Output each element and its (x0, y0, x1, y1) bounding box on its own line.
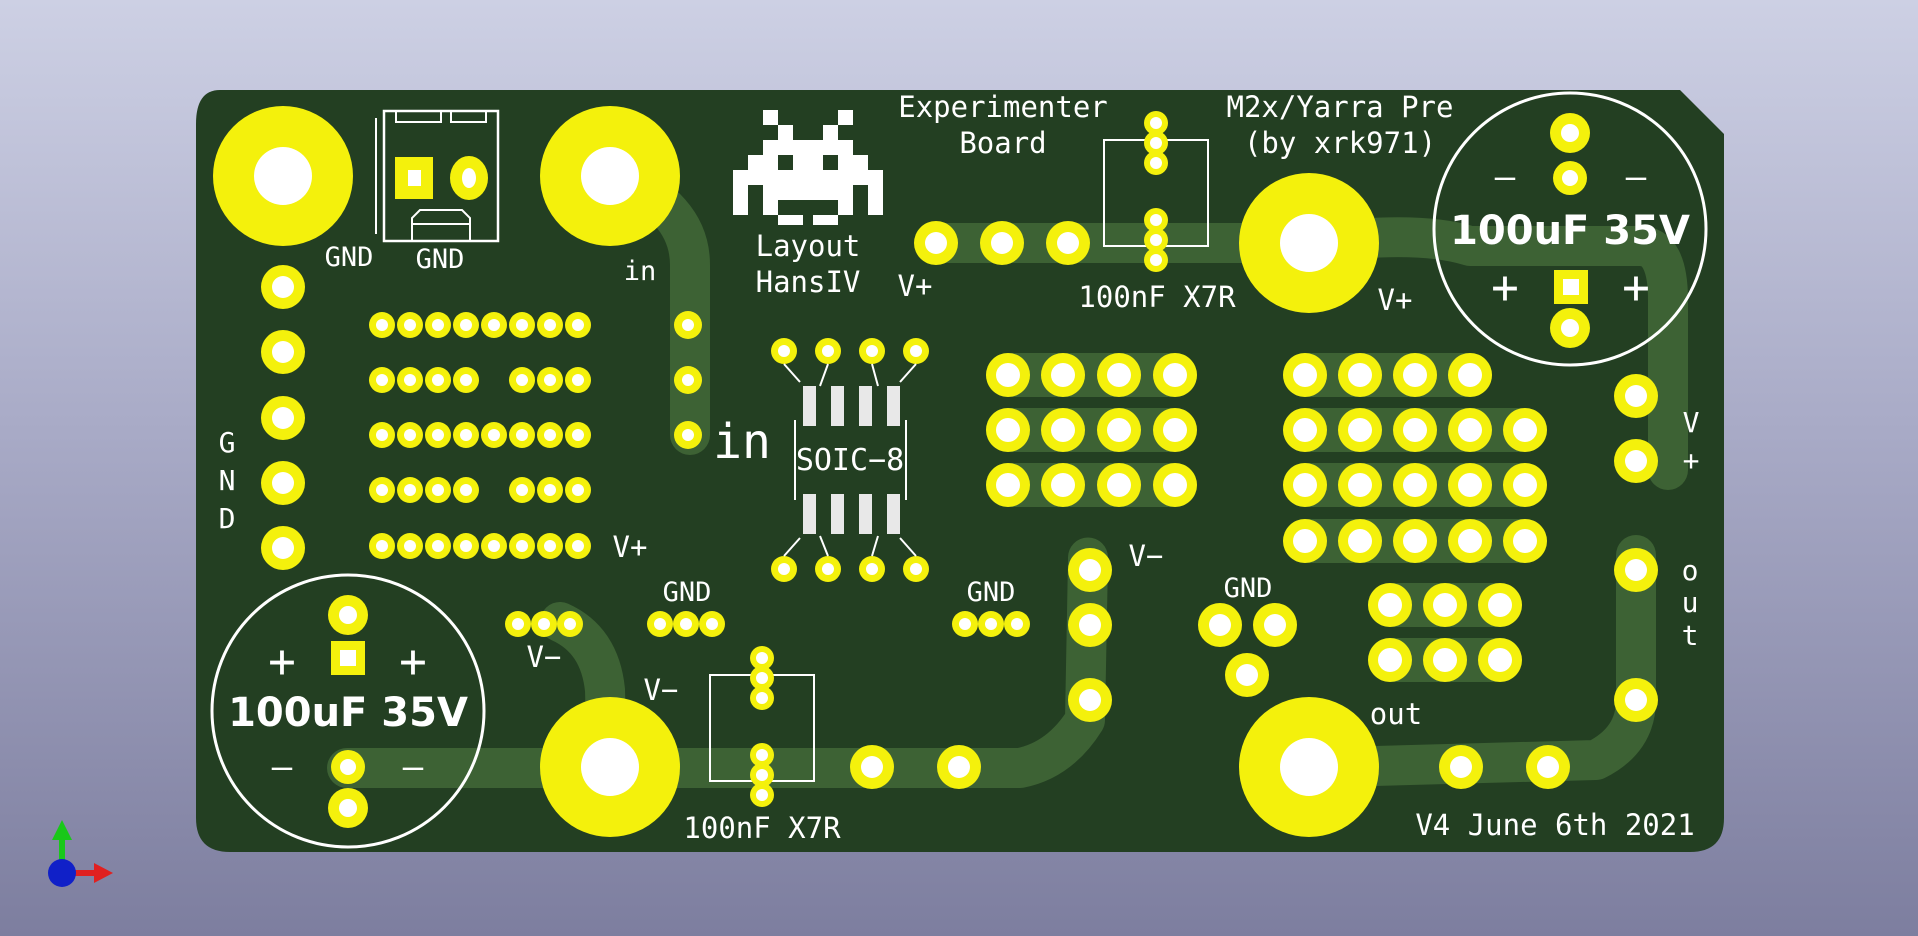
label-gnd-3: GND (663, 577, 712, 608)
version-label: V4 June 6th 2021 (1415, 808, 1694, 842)
space-invader-icon (733, 110, 883, 225)
label-vplus-top: V+ (898, 269, 933, 303)
cap-top-rating: 100nF X7R (1078, 280, 1236, 314)
label-gnd-vertical-n: N (219, 464, 236, 497)
layout-line2: HansIV (756, 265, 861, 299)
label-out-bottom: out (1370, 697, 1422, 731)
mount-hole-in (540, 106, 680, 246)
cap-top-value: 100uF 35V (1450, 208, 1690, 254)
label-out-vertical-o: o (1682, 554, 1699, 587)
cap-top-plus-right: + (1622, 260, 1650, 314)
label-in-top: in (624, 256, 657, 287)
label-vplus-vertical-plus: + (1683, 444, 1700, 477)
mount-hole-vminus (540, 697, 680, 837)
cap-bottom-value: 100uF 35V (228, 690, 468, 736)
project-line1: M2x/Yarra Pre (1227, 90, 1454, 124)
label-out-vertical-t: t (1682, 619, 1699, 652)
header-pads (261, 221, 1658, 789)
pad-array-left (369, 312, 591, 559)
soic8-footprint: SOIC−8 (771, 338, 929, 582)
cap-top-minus-left: — (1495, 157, 1516, 197)
label-vplus-vertical-v: V (1683, 406, 1700, 439)
label-vplus-mid: V+ (1378, 283, 1413, 317)
mounting-holes (213, 106, 1379, 837)
label-vminus-bottom: V− (644, 673, 679, 707)
label-gnd-vertical-g: G (219, 426, 236, 459)
electrolytic-cap-top-right: — — 100uF 35V + + (1432, 91, 1708, 367)
screw-terminal (375, 109, 500, 243)
label-gnd-4: GND (967, 577, 1016, 608)
mount-hole-vplus (1239, 173, 1379, 313)
mount-hole-out (1239, 697, 1379, 837)
cap-top-plus-left: + (1491, 260, 1519, 314)
cap-bottom-minus-right: — (403, 747, 424, 787)
layout-line1: Layout (756, 229, 861, 263)
cap-bottom-minus-left: — (272, 747, 293, 787)
cap-footprint-bottom (709, 646, 815, 807)
electrolytic-cap-bottom-left: + + 100uF 35V — — (210, 573, 486, 849)
pad-grid-right (1283, 353, 1547, 682)
label-in-large: in (713, 414, 771, 470)
project-line2: (by xrk971) (1244, 126, 1436, 160)
cap-bottom-plus-right: + (399, 634, 427, 688)
soic8-label: SOIC−8 (796, 443, 904, 478)
title-line2: Board (959, 126, 1046, 160)
title-line1: Experimenter (898, 90, 1108, 124)
pad-grid-center (986, 353, 1197, 507)
label-gnd-1: GND (325, 242, 374, 273)
label-out-vertical-u: u (1682, 586, 1699, 619)
axis-gizmo-icon[interactable] (48, 820, 113, 887)
label-gnd-5: GND (1224, 573, 1273, 604)
label-vplus-left: V+ (613, 530, 648, 564)
cap-footprint-top (1103, 111, 1209, 272)
label-gnd-vertical-d: D (219, 502, 236, 535)
label-vminus-left: V− (527, 640, 562, 674)
label-vminus-right: V− (1129, 539, 1164, 573)
silkscreen: Experimenter Board M2x/Yarra Pre (by xrk… (219, 90, 1700, 845)
cap-bottom-plus-left: + (268, 634, 296, 688)
label-gnd-2: GND (416, 244, 465, 275)
cap-top-minus-right: — (1626, 157, 1647, 197)
mount-hole-tl (213, 106, 353, 246)
cap-bottom-rating: 100nF X7R (683, 811, 841, 845)
